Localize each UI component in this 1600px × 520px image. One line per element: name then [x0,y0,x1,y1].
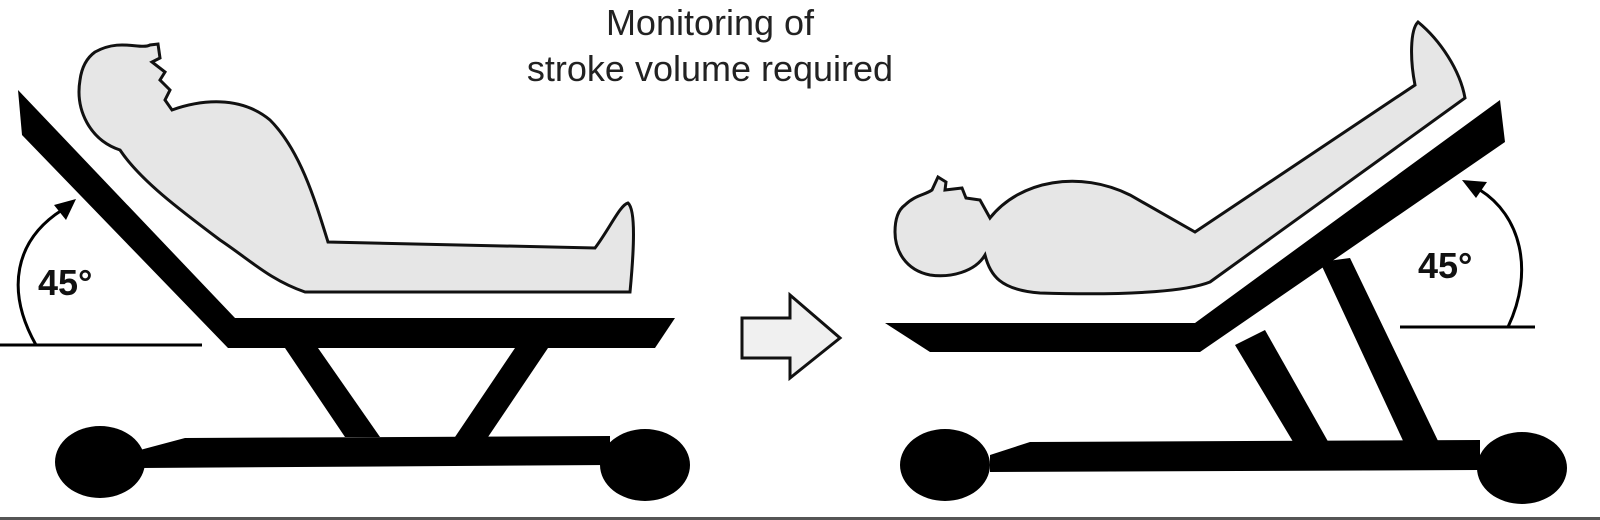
caption: Monitoring of stroke volume required [440,0,980,92]
arrowhead-icon [54,199,76,220]
transition-arrow-icon [740,291,843,382]
left-angle-label: 45° [38,262,93,303]
left-angle-indicator [0,199,202,347]
wheel [600,429,690,501]
wheel [900,429,990,501]
caption-line-2: stroke volume required [526,48,894,89]
wheel [55,426,145,498]
caption-line-1: Monitoring of [605,2,815,43]
right-patient-body [893,19,1467,296]
right-angle-indicator [1400,180,1535,329]
right-angle-label: 45° [1418,245,1473,286]
wheel [1477,432,1567,504]
arrowhead-icon [1462,180,1487,198]
left-bed [18,90,690,501]
left-patient-body [77,42,635,294]
bottom-border [0,517,1600,520]
right-bed [885,100,1567,504]
